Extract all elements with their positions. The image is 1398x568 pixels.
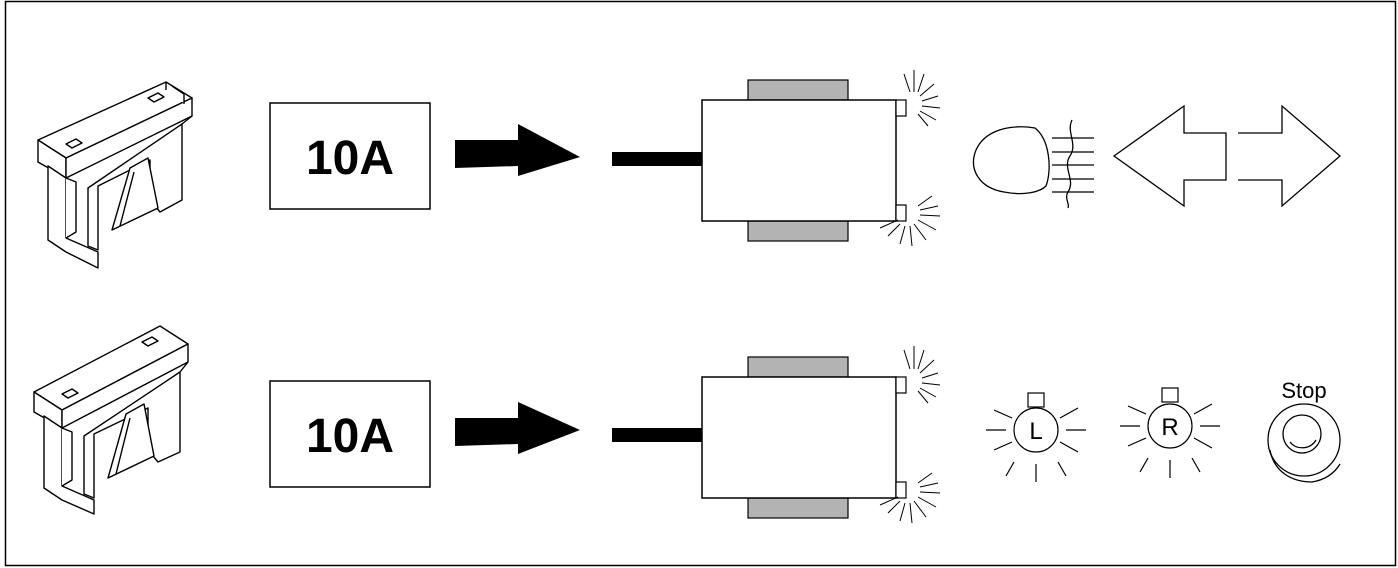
fuse-rating-label: 10A [306, 132, 394, 185]
fuse-rating-box [269, 102, 431, 210]
spark-icon-top [903, 70, 941, 127]
terminal-bottom [895, 481, 907, 499]
connector-clip-bottom [747, 220, 849, 242]
spark-icon-top [903, 346, 941, 404]
connector-clip-top [747, 79, 849, 101]
terminal-bottom [895, 204, 907, 222]
left-bulb-label: L [1029, 418, 1042, 445]
row-2: 10A L [33, 325, 1341, 524]
spark-icon-bottom [879, 472, 941, 524]
blade-fuse-icon [37, 81, 193, 269]
connector-clip-top [747, 356, 849, 378]
wire [612, 428, 704, 442]
hazard-arrows-icon [1112, 104, 1341, 208]
right-bulb-label: R [1161, 414, 1178, 441]
headlight-icon [972, 119, 1094, 209]
blade-fuse-icon [33, 325, 189, 515]
arrow-icon [455, 402, 580, 454]
left-bulb-icon [986, 392, 1086, 482]
outer-border [4, 0, 1397, 567]
wire [612, 152, 704, 166]
stop-button-icon [1267, 403, 1341, 483]
right-bulb-icon [1120, 387, 1220, 478]
connector-clip-bottom [747, 497, 849, 519]
terminal-top [895, 376, 907, 394]
spark-icon-bottom [879, 195, 941, 247]
fuse-rating-label: 10A [306, 410, 394, 463]
terminal-top [895, 99, 907, 117]
stop-label: Stop [1281, 378, 1326, 403]
connector-body [701, 99, 897, 222]
connector-body [701, 376, 897, 499]
arrow-icon [455, 124, 580, 176]
row-1: 10A [37, 70, 1341, 269]
fuse-rating-box [269, 380, 431, 488]
